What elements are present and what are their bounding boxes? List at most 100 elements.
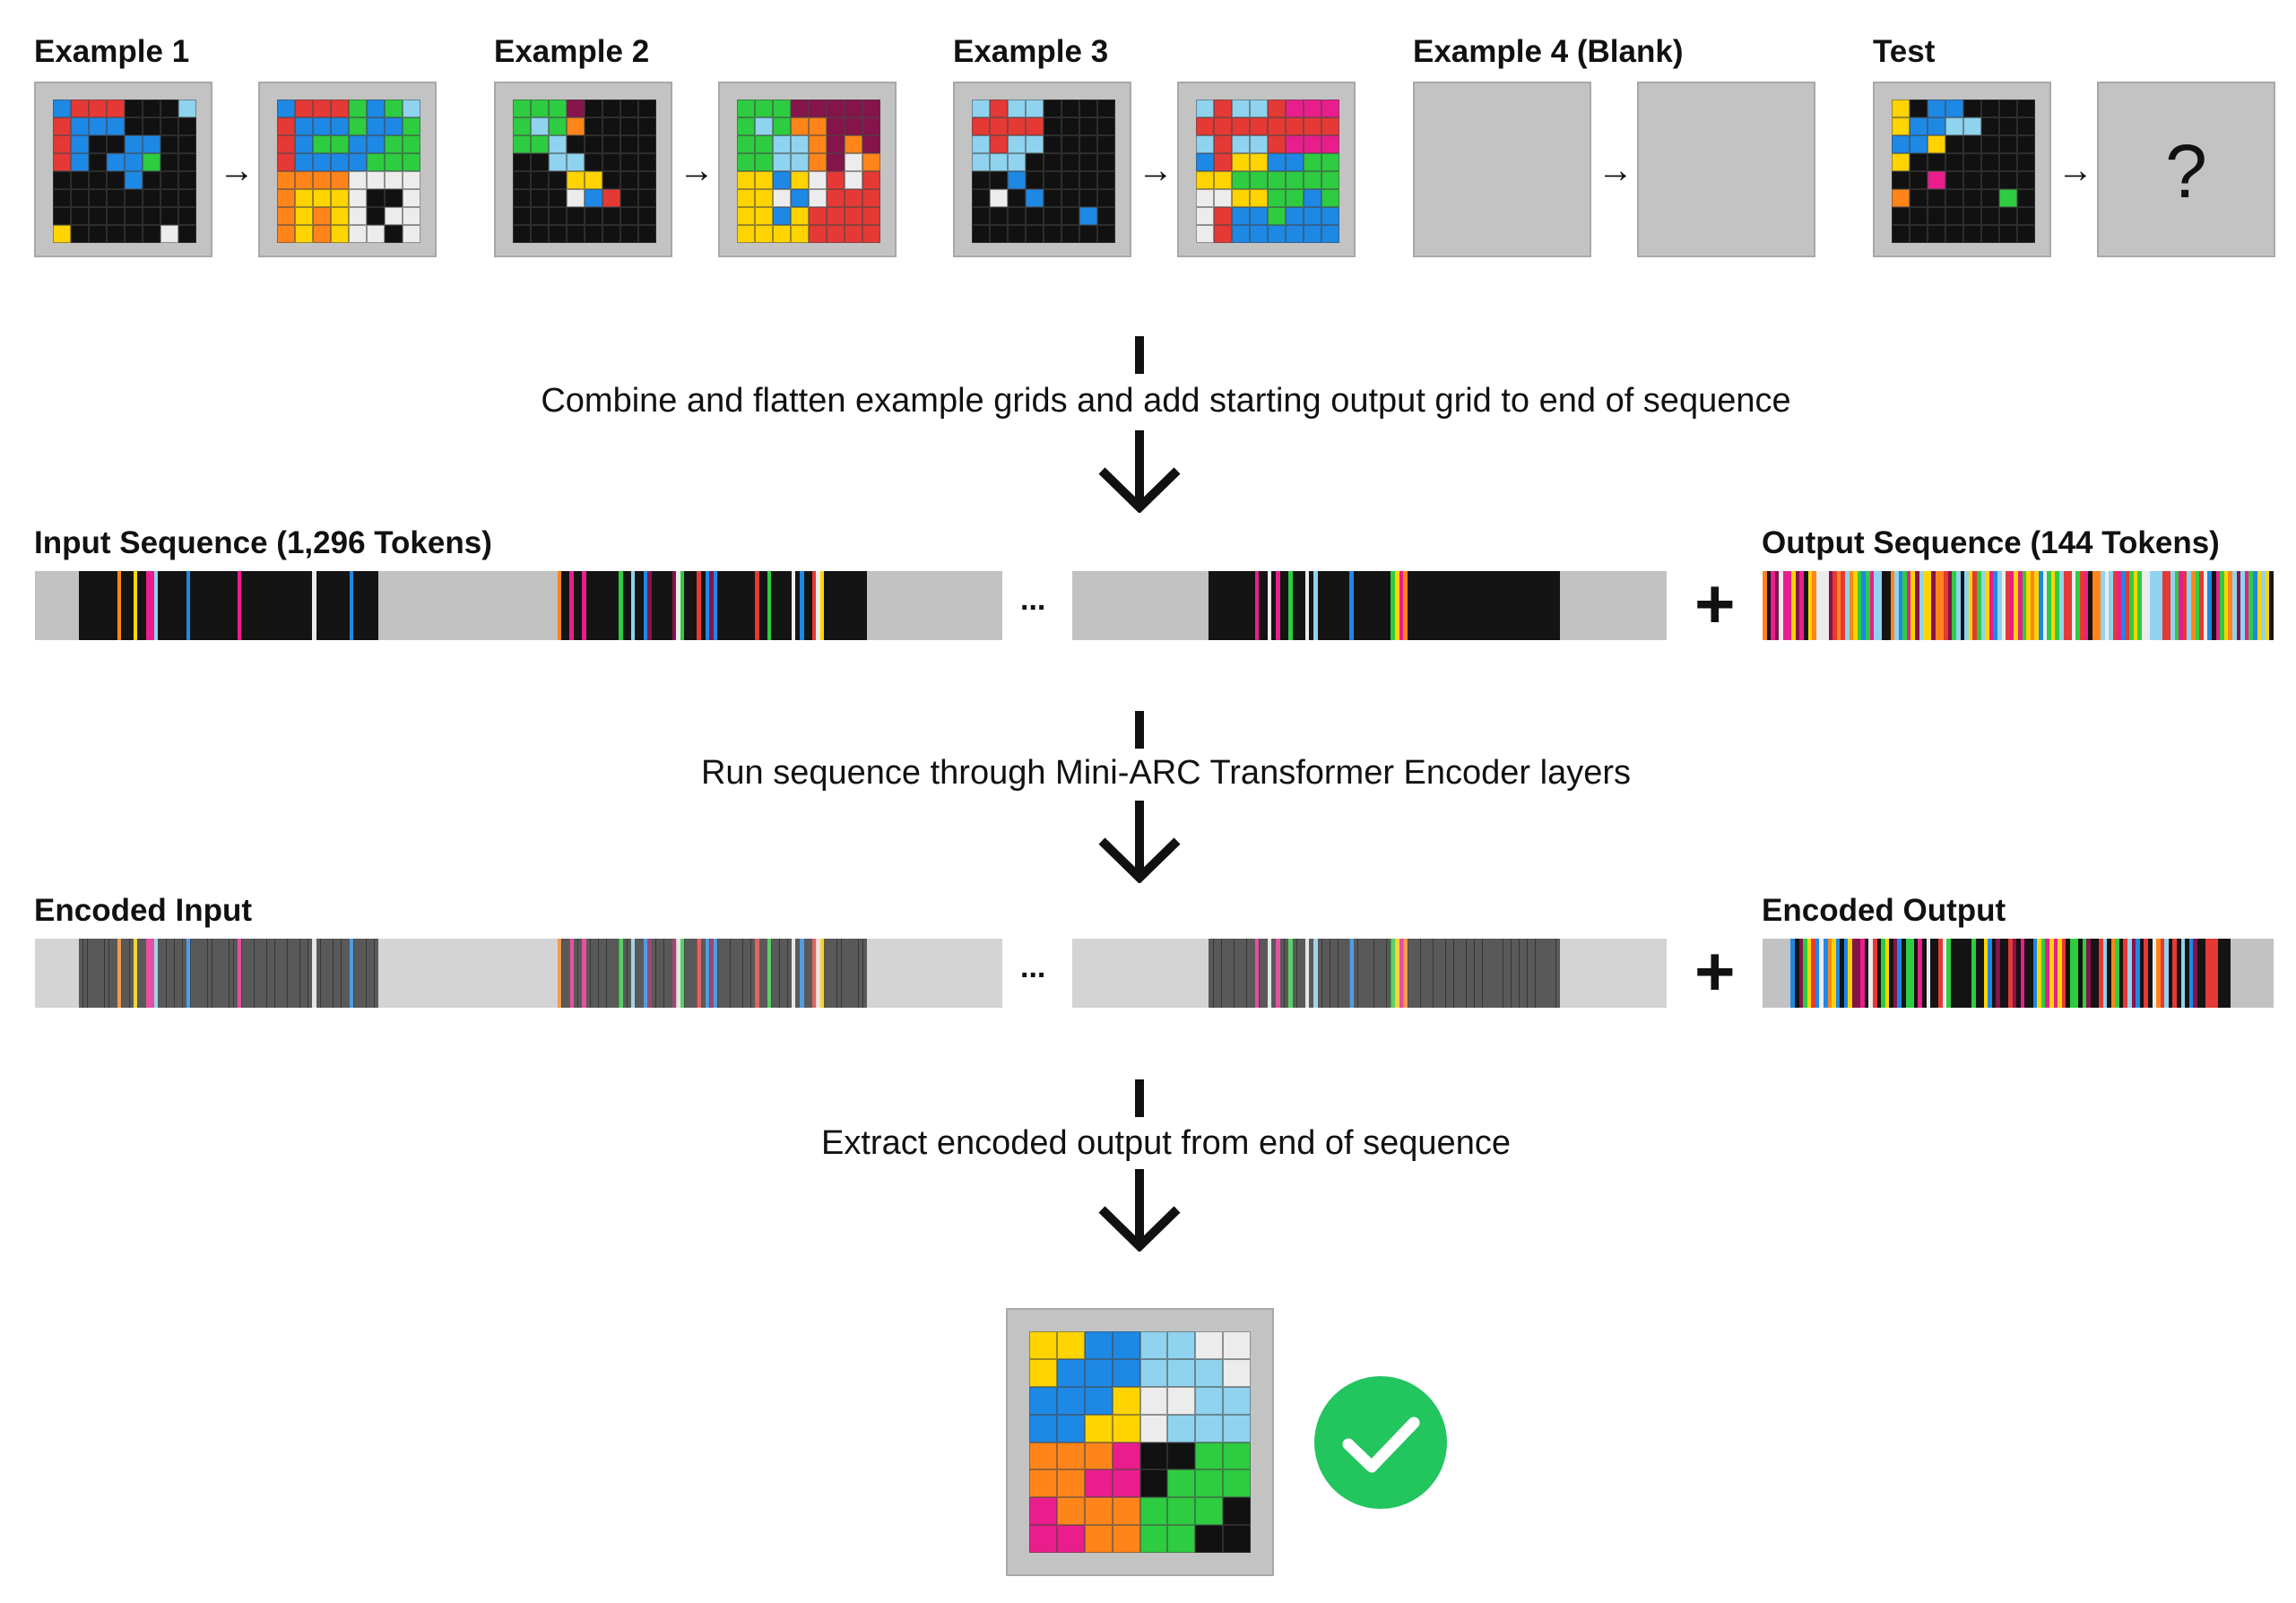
grid-cell (549, 225, 567, 243)
token-stripe (1490, 939, 1495, 1008)
grid-cell (791, 207, 809, 225)
token-stripe (1913, 939, 1919, 1008)
grid-cell (862, 135, 880, 153)
token-stripe (2024, 939, 2030, 1008)
grid-cell (1223, 1525, 1251, 1553)
grid-cell (737, 117, 755, 135)
token-stripe (1864, 939, 1869, 1008)
token-stripe (692, 939, 697, 1008)
output-sequence-label: Output Sequence (144 Tokens) (1762, 525, 2220, 560)
token-stripe (1209, 939, 1214, 1008)
token-stripe (2170, 571, 2176, 640)
grid-cell (513, 189, 531, 207)
token-stripe (569, 571, 575, 640)
token-stripe (2127, 939, 2132, 1008)
grid-cell (620, 117, 638, 135)
token-stripe (557, 571, 562, 640)
token-stripe (1547, 571, 1552, 640)
token-stripe (1391, 571, 1396, 640)
grid-cell (331, 135, 349, 153)
grid-cell (567, 225, 585, 243)
grid-cell (1112, 1414, 1140, 1443)
token-stripe (659, 939, 664, 1008)
grid-cell (791, 117, 809, 135)
grid-cell (295, 117, 313, 135)
grid-cell (160, 225, 178, 243)
token-stripe (229, 939, 234, 1008)
token-stripe (2006, 571, 2011, 640)
token-stripe (2110, 939, 2116, 1008)
token-stripe (2168, 939, 2173, 1008)
grid-cell (1079, 189, 1097, 207)
token-stripe (2115, 939, 2120, 1008)
grid-cell (89, 135, 107, 153)
grid-cell (331, 100, 349, 117)
token-stripe (1373, 939, 1379, 1008)
token-stripe (1967, 939, 1972, 1008)
grid-cell (1097, 117, 1115, 135)
token-stripe (2047, 571, 2052, 640)
token-stripe (557, 939, 562, 1008)
grid-cell (620, 135, 638, 153)
grid-cell (107, 207, 125, 225)
token-stripe (1959, 939, 1964, 1008)
grid-cell (1304, 225, 1321, 243)
token-stripe (1229, 939, 1235, 1008)
grid-cell (513, 207, 531, 225)
grid-cell (567, 117, 585, 135)
token-stripe (1980, 939, 1985, 1008)
grid-cell (313, 225, 331, 243)
token-stripe (2156, 939, 2162, 1008)
token-stripe (1296, 571, 1302, 640)
token-stripe (2066, 939, 2071, 1008)
grid-cell (1196, 153, 1214, 171)
token-stripe (684, 571, 689, 640)
token-stripe (1498, 571, 1503, 640)
grid-cell (972, 189, 990, 207)
token-stripe (1828, 571, 1833, 640)
grid-cell (143, 153, 160, 171)
grid-cell (773, 207, 791, 225)
token-stripe (1964, 571, 1970, 640)
grid-cell (1892, 207, 1910, 225)
token-stripe (1923, 571, 1928, 640)
token-stripe (1939, 571, 1945, 640)
grid-cell (773, 225, 791, 243)
grid-cell (585, 171, 602, 189)
token-stripe (1279, 939, 1285, 1008)
token-stripe (1962, 939, 1968, 1008)
grid-cell (125, 117, 143, 135)
grid-cell (367, 225, 385, 243)
grid-cell (1196, 207, 1214, 225)
example-1-output-panel (258, 82, 437, 257)
grid-cell (313, 171, 331, 189)
grid-cell (862, 153, 880, 171)
token-stripe (680, 571, 685, 640)
grid-cell (1026, 207, 1044, 225)
token-stripe (1915, 571, 1920, 640)
grid-cell (1097, 100, 1115, 117)
grid-cell (277, 171, 295, 189)
token-stripe (676, 939, 681, 1008)
token-stripe (1221, 571, 1226, 640)
token-stripe (738, 939, 743, 1008)
token-stripe (207, 571, 212, 640)
input-sequence-bar-start (35, 571, 1002, 640)
token-stripe (1926, 939, 1931, 1008)
grid-cell (585, 135, 602, 153)
example-2-input-grid (513, 100, 656, 243)
grid-cell (1167, 1358, 1196, 1387)
token-stripe (1836, 571, 1841, 640)
token-stripe (1461, 571, 1467, 640)
grid-cell (125, 153, 143, 171)
token-stripe (182, 939, 187, 1008)
grid-cell (1079, 135, 1097, 153)
grid-cell (1079, 117, 1097, 135)
grid-cell (178, 135, 196, 153)
token-stripe (161, 939, 167, 1008)
token-stripe (2071, 571, 2076, 640)
token-stripe (853, 571, 859, 640)
grid-cell (602, 153, 620, 171)
token-stripe (1301, 939, 1306, 1008)
grid-cell (1981, 100, 1999, 117)
